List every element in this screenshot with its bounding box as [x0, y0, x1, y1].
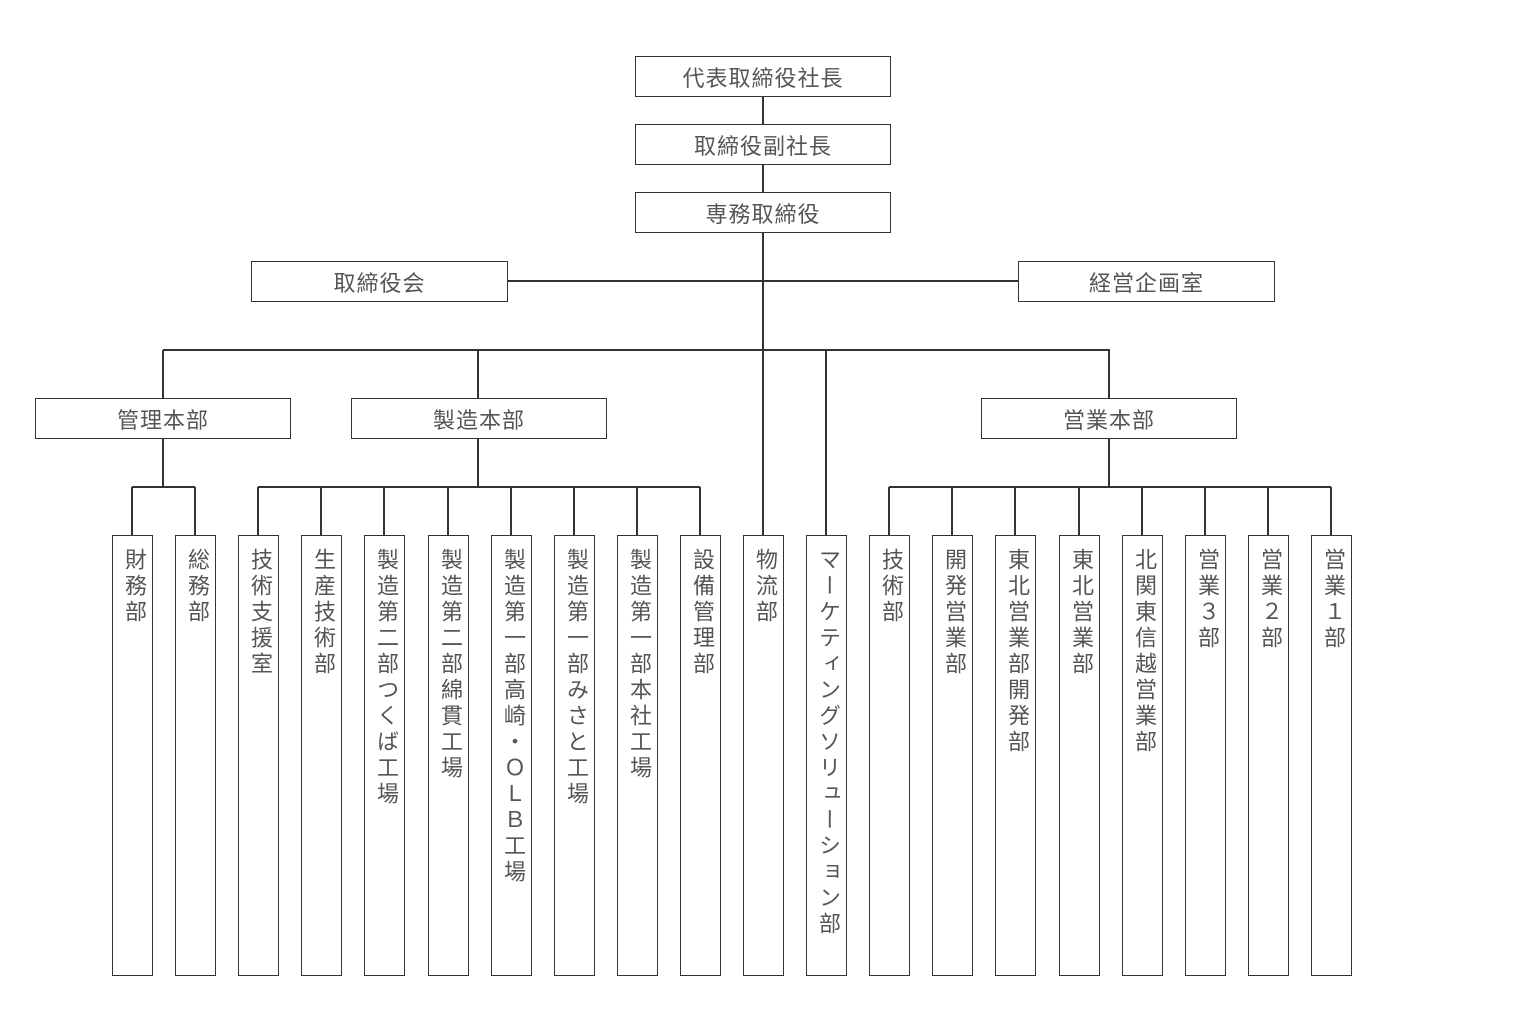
department-box: 営業３部	[1185, 535, 1226, 976]
connector-line	[162, 438, 164, 487]
branch-bar-sales	[889, 486, 1331, 488]
department-box: 生産技術部	[301, 535, 342, 976]
connector-line	[762, 164, 764, 192]
connector-line	[383, 487, 385, 535]
department-box: 開発営業部	[932, 535, 973, 976]
department-box: 北関東信越営業部	[1122, 535, 1163, 976]
department-box: 技術部	[869, 535, 910, 976]
connector-line	[1108, 438, 1110, 487]
exec-box-vice-president: 取締役副社長	[635, 124, 891, 165]
connector-line	[1267, 487, 1269, 535]
branch-bar-manufacturing	[258, 486, 700, 488]
connector-line	[131, 487, 133, 535]
connector-line	[1014, 487, 1016, 535]
division-box-admin: 管理本部	[35, 398, 291, 439]
connector-line	[825, 350, 827, 535]
connector-line	[477, 350, 479, 398]
department-box: 製造第一部みさと工場	[554, 535, 595, 976]
department-box: 製造第一部高崎・ＯＬＢ工場	[491, 535, 532, 976]
connector-line	[636, 487, 638, 535]
connector-line	[477, 438, 479, 487]
connector-line	[1078, 487, 1080, 535]
connector-line	[699, 487, 701, 535]
department-box: 設備管理部	[680, 535, 721, 976]
exec-box-president: 代表取締役社長	[635, 56, 891, 97]
connector-line	[1330, 487, 1332, 535]
connector-line	[447, 487, 449, 535]
exec-box-senior-director: 専務取締役	[635, 192, 891, 233]
connector-line	[573, 487, 575, 535]
department-box: 営業２部	[1248, 535, 1289, 976]
department-box: 技術支援室	[238, 535, 279, 976]
department-box: 財務部	[112, 535, 153, 976]
department-box: 物流部	[743, 535, 784, 976]
division-bar	[163, 349, 1110, 351]
connector-line	[162, 350, 164, 398]
planning-office-box: 経営企画室	[1018, 261, 1275, 302]
connector-line	[1141, 487, 1143, 535]
connector-line	[194, 487, 196, 535]
board-box: 取締役会	[251, 261, 508, 302]
department-box: 製造第二部綿貫工場	[428, 535, 469, 976]
connector-line	[320, 487, 322, 535]
trunk-line	[762, 232, 764, 535]
division-box-sales: 営業本部	[981, 398, 1237, 439]
department-box: マーケティングソリューション部	[806, 535, 847, 976]
department-box: 製造第一部本社工場	[617, 535, 658, 976]
connector-line	[1204, 487, 1206, 535]
department-box: 製造第二部つくば工場	[364, 535, 405, 976]
division-box-manufacturing: 製造本部	[351, 398, 607, 439]
connector-line	[257, 487, 259, 535]
department-box: 営業１部	[1311, 535, 1352, 976]
staff-line	[507, 280, 1018, 282]
department-box: 東北営業部開発部	[995, 535, 1036, 976]
connector-line	[888, 487, 890, 535]
department-box: 総務部	[175, 535, 216, 976]
branch-bar-admin	[132, 486, 195, 488]
department-box: 東北営業部	[1059, 535, 1100, 976]
connector-line	[510, 487, 512, 535]
connector-line	[1108, 350, 1110, 398]
connector-line	[762, 96, 764, 124]
connector-line	[951, 487, 953, 535]
